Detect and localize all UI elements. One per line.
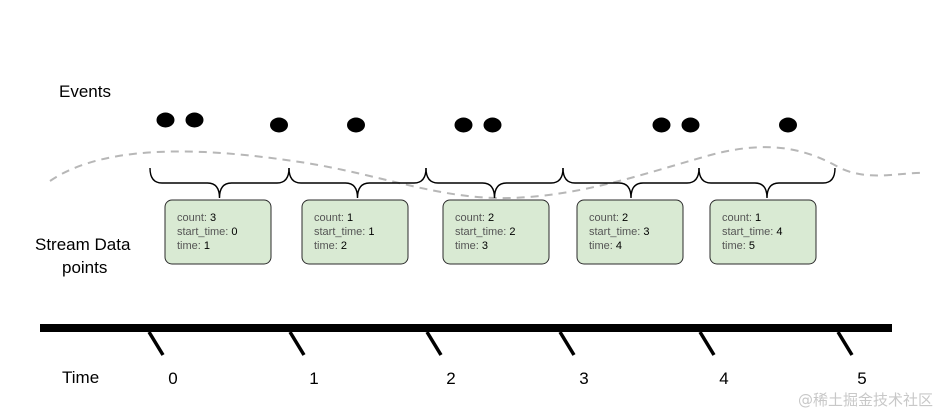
time-tick-mark [425, 331, 443, 356]
card-field-time: time: 3 [455, 240, 488, 252]
data-point-card: count: 2 start_time: 3 time: 4 [576, 199, 684, 265]
event-dot [185, 112, 204, 128]
time-tick-mark [698, 331, 716, 356]
card-field-value: 1 [368, 226, 374, 238]
card-field-count: count: 1 [314, 212, 353, 224]
card-field-count: count: 2 [455, 212, 494, 224]
time-tick-label: 0 [168, 369, 177, 388]
window-brace [425, 167, 564, 199]
time-tick-label: 2 [446, 369, 455, 388]
card-field-key: start_time: [455, 226, 509, 238]
event-dot [270, 117, 288, 133]
event-dot [779, 117, 797, 133]
card-field-key: count: [314, 212, 347, 224]
window-brace [288, 167, 427, 199]
card-field-value: 0 [231, 226, 237, 238]
card-background [442, 199, 550, 265]
events-label: Events [59, 82, 111, 101]
card-field-start-time: start_time: 3 [589, 226, 650, 238]
card-background [576, 199, 684, 265]
window-brace [562, 167, 700, 199]
card-field-key: start_time: [722, 226, 776, 238]
stream-data-label-line2: points [62, 258, 107, 277]
card-field-key: count: [722, 212, 755, 224]
card-field-value: 3 [643, 226, 649, 238]
card-field-key: start_time: [314, 226, 368, 238]
data-point-card: count: 3 start_time: 0 time: 1 [164, 199, 272, 265]
card-field-time: time: 1 [177, 240, 210, 252]
card-field-start-time: start_time: 4 [722, 226, 783, 238]
time-tick-label: 4 [719, 369, 728, 388]
event-dot [454, 117, 473, 133]
card-field-start-time: start_time: 0 [177, 226, 238, 238]
card-field-value: 2 [341, 240, 347, 252]
card-field-start-time: start_time: 2 [455, 226, 516, 238]
card-field-count: count: 3 [177, 212, 216, 224]
card-field-key: count: [177, 212, 210, 224]
card-field-time: time: 2 [314, 240, 347, 252]
time-tick-mark [836, 331, 854, 356]
event-dot [652, 117, 671, 133]
window-braces [149, 167, 836, 199]
card-field-value: 1 [755, 212, 761, 224]
card-background [164, 199, 272, 265]
card-field-count: count: 2 [589, 212, 628, 224]
card-field-key: time: [177, 240, 204, 252]
card-field-key: time: [722, 240, 749, 252]
card-field-count: count: 1 [722, 212, 761, 224]
card-field-key: start_time: [589, 226, 643, 238]
card-field-key: count: [589, 212, 622, 224]
card-field-value: 3 [210, 212, 216, 224]
window-brace [698, 167, 836, 199]
watermark-text: @稀土掘金技术社区 [798, 391, 933, 409]
event-dots [156, 112, 797, 133]
event-dot [681, 117, 700, 133]
event-dot [347, 117, 365, 133]
dashed-trend-curve [49, 146, 926, 200]
time-axis-ticks: 0 1 2 3 4 5 [147, 331, 867, 388]
card-field-value: 4 [616, 240, 622, 252]
card-field-time: time: 5 [722, 240, 755, 252]
time-tick-label: 1 [309, 369, 318, 388]
card-field-value: 2 [622, 212, 628, 224]
card-field-value: 3 [482, 240, 488, 252]
card-background [709, 199, 817, 265]
card-field-value: 1 [347, 212, 353, 224]
window-brace [149, 167, 290, 199]
event-dot [483, 117, 502, 133]
card-field-key: time: [455, 240, 482, 252]
card-background [301, 199, 409, 265]
card-field-key: time: [314, 240, 341, 252]
time-tick-mark [558, 331, 576, 356]
event-dot [156, 112, 175, 128]
card-field-time: time: 4 [589, 240, 622, 252]
stream-data-label-line1: Stream Data [35, 235, 131, 254]
time-tick-mark [288, 331, 306, 356]
card-field-key: count: [455, 212, 488, 224]
time-tick-label: 5 [857, 369, 866, 388]
card-field-start-time: start_time: 1 [314, 226, 375, 238]
card-field-value: 2 [509, 226, 515, 238]
card-field-value: 4 [776, 226, 782, 238]
time-tick-label: 3 [579, 369, 588, 388]
time-label: Time [62, 368, 99, 387]
card-field-key: time: [589, 240, 616, 252]
card-field-value: 2 [488, 212, 494, 224]
card-field-value: 5 [749, 240, 755, 252]
data-point-card: count: 1 start_time: 4 time: 5 [709, 199, 817, 265]
card-field-key: start_time: [177, 226, 231, 238]
time-tick-mark [147, 331, 165, 356]
card-field-value: 1 [204, 240, 210, 252]
